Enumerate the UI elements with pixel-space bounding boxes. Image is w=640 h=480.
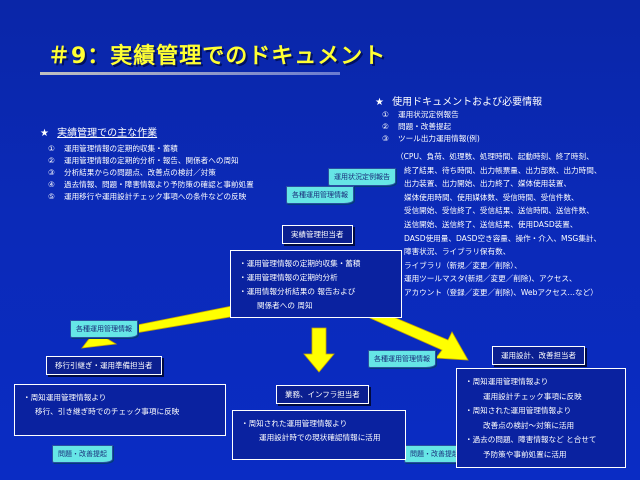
main-work-heading: ★ 実績管理での主な作業 <box>40 124 157 139</box>
tool-output-list: （CPU、負荷、処理数、処理時間、起動時刻、終了時刻、 終了結果、待ち時間、出力… <box>396 150 601 300</box>
star-icon: ★ <box>40 128 49 139</box>
label-right-owner: 運用設計、改善担当者 <box>492 346 585 365</box>
tool-line: DASD使用量、DASD空き容量、操作・介入、MSG集計、 <box>404 233 602 243</box>
page-title: ＃9：実績管理でのドキュメント <box>48 44 387 69</box>
tool-line: 障害状況、ライブラリ保有数、 <box>404 247 511 257</box>
middle-box: ・周知された運用管理情報より 運用設計時での現状確認情報に活用 <box>232 410 406 460</box>
tool-line: （CPU、負荷、処理数、処理時間、起動時刻、終了時刻、 <box>396 152 594 161</box>
tool-line: 送信開始、送信終了、送信結果、使用DASD装置、 <box>404 219 578 229</box>
main-work-heading-text: 実績管理での主な作業 <box>57 128 158 139</box>
center-box: ・運用管理情報の定期的収集・蓄積 ・運用管理情報の定期的分析 ・運用情報分析結果… <box>230 250 402 318</box>
arrow-down <box>303 327 335 373</box>
tool-line: 受信開始、受信終了、受信結果、送信時間、送信件数、 <box>404 206 594 216</box>
arrow-right <box>369 307 469 361</box>
star-icon: ★ <box>375 97 384 108</box>
tool-line: 出力装置、出力開始、出力終了、媒体使用装置、 <box>404 179 572 189</box>
right-box: ・周知運用管理情報より 運用設計チェック事項に反映 ・周知された運用管理情報より… <box>456 368 626 468</box>
left-box: ・周知運用管理情報より 移行、引き継ぎ時でのチェック事項に反映 <box>14 384 226 436</box>
doc-status-report: 運用状況定例報告 <box>328 168 396 186</box>
doc-various-info-top: 各種運用管理情報 <box>286 186 354 204</box>
label-left-owner: 移行引継ぎ・運用準備担当者 <box>46 356 162 375</box>
title-underline <box>40 72 340 75</box>
tool-line: アカウント（登録／変更／削除)、Webアクセス…など） <box>404 287 598 297</box>
docs-info-heading-text: 使用ドキュメントおよび必要情報 <box>392 97 543 108</box>
docs-info-heading: ★ 使用ドキュメントおよび必要情報 <box>375 93 542 108</box>
doc-various-info-mid: 各種運用管理情報 <box>368 350 436 368</box>
tool-line: 運用ツールマスタ(新規／変更／削除)、アクセス、 <box>404 274 577 284</box>
tool-line: 媒体使用時間、使用媒体数、受信時間、受信件数、 <box>404 192 579 202</box>
label-middle-owner: 業務、インフラ担当者 <box>276 385 369 404</box>
tool-line: 終了結果、待ち時間、出力帳票量、出力部数、出力時間、 <box>404 165 602 175</box>
doc-various-info-left: 各種運用管理情報 <box>70 320 138 338</box>
label-center-owner: 実績管理担当者 <box>282 225 353 244</box>
tool-line: ライブラリ（新規／変更／削除）、 <box>404 260 522 270</box>
doc-problem-left: 問題・改善提起 <box>52 445 113 463</box>
